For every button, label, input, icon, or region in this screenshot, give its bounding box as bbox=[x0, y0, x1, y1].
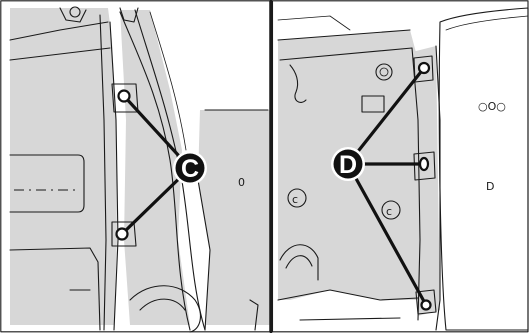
callout-d-label: D bbox=[339, 151, 357, 179]
right-fastener-upper bbox=[417, 61, 431, 75]
left-lower-arch-inner bbox=[139, 298, 186, 311]
right-cover-panel-edge bbox=[445, 15, 529, 31]
left-fastener-lower bbox=[115, 227, 129, 241]
left-top-bolt bbox=[69, 6, 81, 18]
callout-c-badge bbox=[175, 153, 205, 183]
right-panel-bottom-line bbox=[299, 317, 401, 321]
right-cover-panel-mark: D bbox=[486, 180, 494, 193]
right-panel-bracket-surface bbox=[412, 46, 440, 316]
right-fastener-tab-middle bbox=[413, 151, 436, 181]
right-cover-panel-hole: ○O○ bbox=[478, 100, 506, 113]
right-panel-hole-3 bbox=[381, 200, 401, 220]
left-panel-pillar-surface bbox=[120, 10, 190, 325]
right-panel-lower-arch bbox=[279, 244, 319, 281]
callout-d-leader-lower bbox=[346, 162, 428, 307]
right-panel-clip bbox=[289, 64, 307, 103]
left-right-panel-hole: 0 bbox=[238, 176, 245, 189]
left-window-opening bbox=[9, 154, 85, 213]
left-panel: 0 C bbox=[0, 0, 271, 333]
left-pillar-line-3 bbox=[149, 11, 187, 151]
callout-d-leader-upper bbox=[346, 66, 426, 166]
right-panel-hole-1-inner bbox=[379, 67, 389, 77]
callout-c-label: C bbox=[181, 155, 199, 183]
left-panel-surface bbox=[10, 8, 117, 325]
left-fastener-upper bbox=[117, 89, 131, 103]
left-top-clip bbox=[119, 7, 139, 23]
right-panel-hole-1 bbox=[375, 63, 393, 81]
left-right-panel-clip bbox=[249, 299, 259, 331]
right-inner-top-2 bbox=[279, 47, 413, 61]
left-pillar-line bbox=[119, 11, 191, 331]
left-lower-arch bbox=[129, 285, 201, 333]
left-right-panel-edge bbox=[197, 179, 211, 331]
left-panel-edge-top bbox=[9, 21, 109, 41]
right-fastener-tab-lower bbox=[415, 289, 437, 315]
left-top-fixture bbox=[59, 7, 87, 23]
callout-c: C bbox=[173, 151, 207, 185]
left-panel-edge-2 bbox=[9, 47, 111, 61]
right-panel-hole-3-mark: c bbox=[386, 205, 392, 218]
right-fastener-middle bbox=[418, 156, 430, 172]
right-panel: ○O○ D c c bbox=[271, 0, 529, 333]
right-cover-panel bbox=[438, 7, 529, 331]
callout-d: D bbox=[331, 147, 365, 181]
right-inner-edge-2 bbox=[435, 45, 441, 331]
right-panel-rect-cutout bbox=[361, 95, 385, 113]
right-fastener-tab-upper bbox=[413, 55, 434, 83]
right-panel-top-lip bbox=[277, 15, 351, 31]
callout-d-badge bbox=[333, 149, 363, 179]
right-panel-lower-edge bbox=[277, 289, 419, 301]
right-panel-hole-2-mark: c bbox=[292, 193, 298, 206]
right-fastener-lower bbox=[420, 299, 432, 311]
left-fastener-tab-lower bbox=[111, 221, 137, 247]
left-lower-panel bbox=[9, 247, 101, 331]
left-panel-edge-vertical-2 bbox=[99, 14, 107, 331]
left-panel-edge-vertical bbox=[109, 21, 119, 331]
left-panel-right-surface bbox=[198, 110, 270, 325]
right-inner-top bbox=[277, 29, 411, 41]
right-panel-lower-arch-inner bbox=[285, 255, 313, 269]
right-panel-hole-2 bbox=[287, 188, 307, 208]
